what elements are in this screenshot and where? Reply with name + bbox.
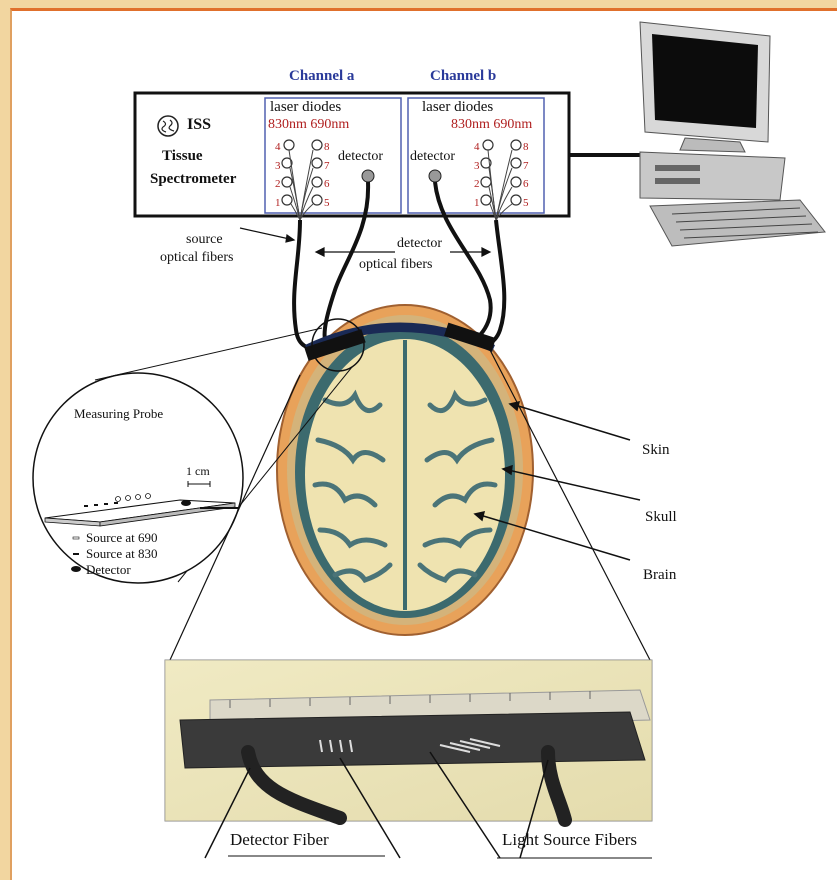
detector-fiber-label-1: detector [397, 236, 442, 252]
channel-b-title: Channel b [430, 68, 496, 85]
channel-b-detector-icon [429, 170, 441, 182]
source-fiber-label-2: optical fibers [160, 250, 233, 266]
probe-inset-scale: 1 cm [186, 464, 210, 479]
label-brain: Brain [643, 567, 676, 584]
instrument-brand: ISS [187, 116, 211, 134]
legend-source-690: Source at 690 [86, 530, 157, 546]
source-fiber-label-1: source [186, 232, 223, 248]
probe-inset-title: Measuring Probe [74, 406, 163, 422]
legend-source-830: Source at 830 [86, 546, 157, 562]
channel-b-wavelengths: 830nm 690nm [451, 117, 532, 133]
instrument-name-line2: Spectrometer [150, 171, 236, 188]
legend-detector: Detector [86, 562, 131, 578]
channel-b-detector-label: detector [410, 149, 455, 165]
label-skull: Skull [645, 509, 677, 526]
detector-fiber-label-2: optical fibers [359, 257, 432, 273]
label-detector-fiber: Detector Fiber [230, 830, 329, 850]
channel-a-detector-label: detector [338, 149, 383, 165]
channel-a-wavelengths: 830nm 690nm [268, 117, 349, 133]
label-light-source-fibers: Light Source Fibers [502, 830, 637, 850]
computer-icon [569, 22, 825, 246]
channel-a-laser-label: laser diodes [270, 99, 341, 116]
instrument-name-line1: Tissue [162, 148, 203, 165]
probe-photo [165, 660, 652, 821]
channel-b-laser-label: laser diodes [422, 99, 493, 116]
channel-a-title: Channel a [289, 68, 354, 85]
channel-a-detector-icon [362, 170, 374, 182]
label-skin: Skin [642, 442, 670, 459]
